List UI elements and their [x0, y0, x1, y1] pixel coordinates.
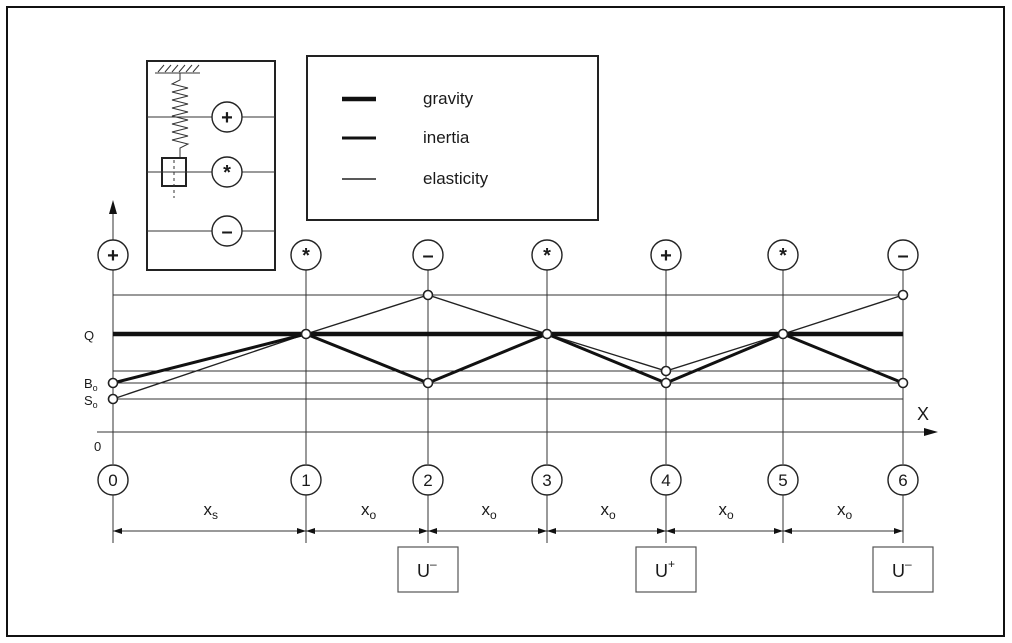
svg-text:+: + [660, 245, 672, 267]
level-label-b: Bo [84, 376, 98, 393]
top-symbol-plus-icon: + [650, 239, 682, 271]
top-symbol-asterisk-icon: * [531, 239, 563, 271]
dimension-arrow-right [297, 528, 306, 534]
svg-text:–: – [897, 245, 908, 267]
svg-text:+: + [221, 107, 233, 129]
interval-label: xo [361, 500, 377, 522]
u-box: U– [872, 546, 934, 593]
interval-label: xs [204, 500, 219, 522]
interval-label: xo [837, 500, 853, 522]
position-marker-3: 3 [531, 464, 563, 496]
ceiling-hatch [157, 64, 200, 73]
svg-text:U+: U+ [655, 557, 675, 581]
dimension-arrow-left [113, 528, 122, 534]
curve-node [300, 328, 312, 340]
position-marker-6: 6 [887, 464, 919, 496]
svg-text:*: * [543, 245, 551, 267]
svg-text:*: * [302, 245, 310, 267]
curve-node [897, 377, 909, 389]
curve-node [107, 377, 119, 389]
curve-node [897, 289, 909, 301]
dimension-arrow-right [774, 528, 783, 534]
dimension-arrow-right [538, 528, 547, 534]
svg-text:6: 6 [898, 471, 907, 490]
position-marker-5: 5 [767, 464, 799, 496]
inset-symbol-plus-icon: + [211, 101, 243, 133]
spring-mass-inset: + * – [146, 60, 276, 271]
level-label-s: So [84, 393, 98, 410]
legend: gravity inertia elasticity [306, 55, 599, 221]
svg-text:3: 3 [542, 471, 551, 490]
svg-text:U–: U– [417, 557, 437, 581]
inset-symbol-minus-icon: – [211, 215, 243, 247]
position-marker-2: 2 [412, 464, 444, 496]
interval-label: xo [719, 500, 735, 522]
dimension-arrow-right [657, 528, 666, 534]
top-symbol-asterisk-icon: * [767, 239, 799, 271]
curve-node [107, 393, 119, 405]
dimension-arrow-left [428, 528, 437, 534]
inset-symbol-asterisk-icon: * [211, 156, 243, 188]
u-box: U+ [635, 546, 697, 593]
y-axis-arrowhead [109, 200, 117, 214]
position-marker-4: 4 [650, 464, 682, 496]
legend-inertia-label: inertia [423, 128, 470, 147]
svg-text:+: + [107, 245, 119, 267]
curve-node [422, 377, 434, 389]
svg-text:0: 0 [108, 471, 117, 490]
interval-dimensions: xs xo xo xo xo xo [112, 495, 904, 543]
curve-node [777, 328, 789, 340]
dimension-arrow-right [419, 528, 428, 534]
svg-text:4: 4 [661, 471, 670, 490]
top-symbol-minus-icon: – [412, 239, 444, 271]
top-symbol-asterisk-icon: * [290, 239, 322, 271]
interval-label: xo [601, 500, 617, 522]
level-label-q: Q [84, 328, 94, 343]
u-box: U– [397, 546, 459, 593]
position-number-row: 0 1 2 3 4 5 6 [97, 464, 919, 496]
diagram-frame [6, 6, 1005, 637]
svg-text:*: * [223, 162, 231, 184]
spring [170, 73, 190, 158]
u-box-row: U– U+ U– [397, 546, 934, 593]
top-symbol-minus-icon: – [887, 239, 919, 271]
position-marker-1: 1 [290, 464, 322, 496]
x-axis-label: X [917, 404, 929, 424]
top-symbol-row: + * – * + * – [97, 239, 919, 271]
origin-label: 0 [94, 439, 101, 454]
dimension-arrow-left [547, 528, 556, 534]
dimension-arrow-left [783, 528, 792, 534]
dimension-arrow-left [666, 528, 675, 534]
top-symbol-plus-icon: + [97, 239, 129, 271]
curve-node [541, 328, 553, 340]
curve-nodes [107, 289, 909, 405]
svg-text:1: 1 [301, 471, 310, 490]
dimension-arrow-left [306, 528, 315, 534]
legend-elasticity-label: elasticity [423, 169, 489, 188]
curve-node [660, 365, 672, 377]
interval-label: xo [482, 500, 498, 522]
svg-text:–: – [422, 245, 433, 267]
dimension-arrow-right [894, 528, 903, 534]
svg-text:U–: U– [892, 557, 912, 581]
svg-text:–: – [221, 221, 232, 243]
legend-gravity-label: gravity [423, 89, 474, 108]
svg-text:*: * [779, 245, 787, 267]
svg-text:5: 5 [778, 471, 787, 490]
curve-node [660, 377, 672, 389]
curve-node [422, 289, 434, 301]
grid-lines [112, 270, 904, 464]
svg-text:2: 2 [423, 471, 432, 490]
position-marker-0: 0 [97, 464, 129, 496]
x-axis-arrowhead [924, 428, 938, 436]
